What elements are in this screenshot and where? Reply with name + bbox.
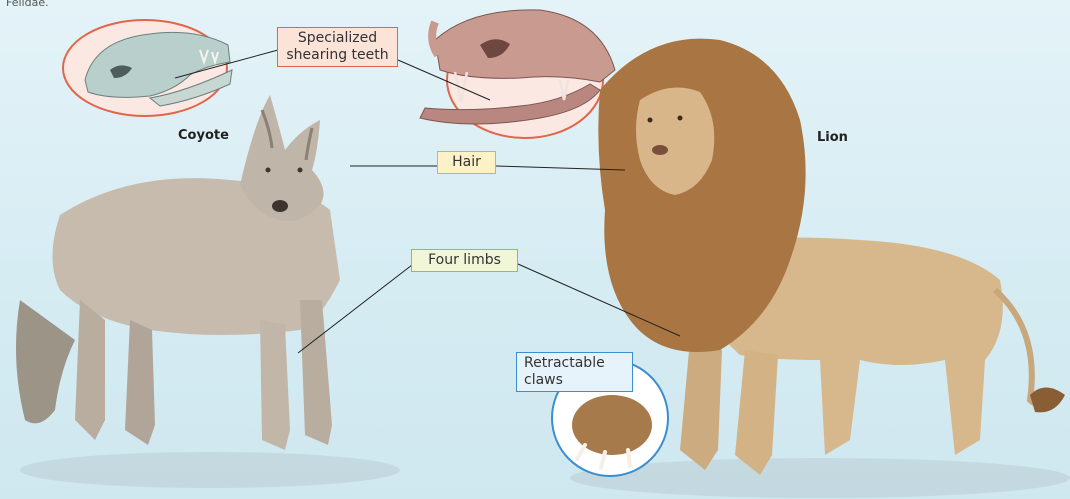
hair-callout: Hair <box>437 151 496 174</box>
limbs-callout: Four limbs <box>411 249 518 272</box>
teeth-callout: Specialized shearing teeth <box>277 27 398 67</box>
claws-callout-line-2: claws <box>524 372 625 389</box>
coyote-shadow <box>20 452 400 488</box>
coyote-skull-vignette <box>63 20 232 116</box>
teeth-callout-line-2: shearing teeth <box>285 47 390 64</box>
lion-label: Lion <box>817 130 848 145</box>
claws-callout-line-1: Retractable <box>524 355 625 372</box>
lion-skull-vignette <box>420 10 615 138</box>
claws-callout: Retractable claws <box>516 352 633 392</box>
coyote-illustration <box>16 95 340 450</box>
teeth-callout-line-1: Specialized <box>285 30 390 47</box>
coyote-label: Coyote <box>178 128 229 143</box>
